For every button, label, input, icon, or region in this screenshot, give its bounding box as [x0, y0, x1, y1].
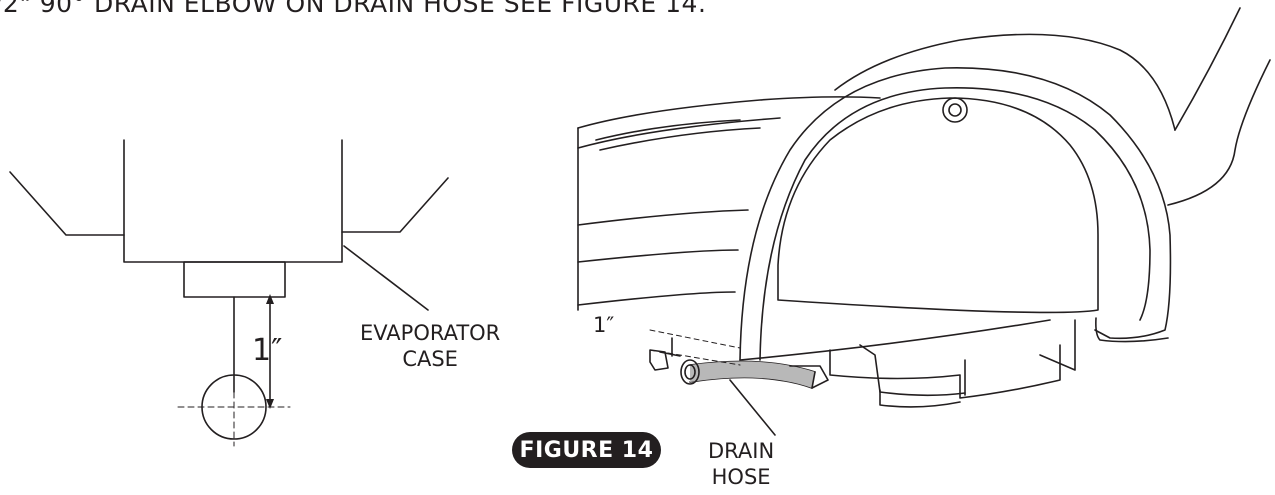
body-top-edge: [577, 96, 881, 129]
drain-hose-sleeve: [789, 365, 829, 389]
right-foot: [1095, 317, 1169, 343]
screw-outer: [942, 97, 968, 123]
end-cap-bottom: [739, 319, 1051, 361]
shell-outer-right: [1174, 7, 1241, 131]
figure-badge: FIGURE 14: [512, 432, 661, 468]
end-cap-outer: [739, 67, 1172, 361]
lower-box-top: [859, 344, 966, 397]
lower-box-inner: [879, 389, 961, 408]
end-cap-inner-panel: [777, 97, 1099, 314]
right-dim-ext-bottom: [649, 349, 741, 366]
arrow-down: [266, 399, 274, 409]
screw-inner: [948, 103, 962, 117]
drain-fitting: [183, 261, 286, 298]
shell-top-curve: [834, 33, 1176, 131]
evaporator-leader-line: [343, 245, 429, 311]
dimension-label-right: 1″: [593, 313, 615, 337]
arrow-up: [266, 294, 274, 304]
body-top-inner: [577, 117, 781, 149]
body-mid-line-3: [577, 291, 736, 306]
lower-box-front: [829, 344, 1061, 399]
body-groove-1: [595, 119, 741, 141]
right-drain-pan-outline: [341, 177, 449, 233]
shell-back-curve: [1167, 59, 1271, 206]
page-caption: /2" 90° DRAIN ELBOW ON DRAIN HOSE SEE FI…: [0, 0, 707, 18]
drain-hose-label: DRAIN HOSE: [708, 438, 774, 490]
lower-box-right: [1039, 319, 1076, 371]
drain-fitting-inner: [684, 364, 696, 380]
evaporator-case-line2: CASE: [402, 347, 458, 371]
drain-fitting-ring: [680, 359, 700, 385]
evaporator-case-schematic: [9, 139, 449, 447]
left-drain-pan-outline: [9, 171, 125, 236]
evaporator-case-label: EVAPORATOR CASE: [360, 320, 500, 372]
body-mid-line-1: [577, 209, 749, 226]
body-mid-line-2: [577, 249, 739, 263]
right-dim-ext-top: [649, 329, 741, 349]
drain-hose-fill: [690, 361, 815, 388]
hose-right-end: [811, 371, 816, 389]
body-groove-2: [599, 127, 761, 151]
drain-hose-line1: DRAIN: [708, 439, 775, 463]
air-handler-isometric-view: [577, 7, 1271, 436]
drain-hose-leader: [729, 379, 776, 436]
end-cap-rim: [759, 87, 1151, 361]
evaporator-case-outline: [123, 139, 343, 263]
drain-hose-line2: HOSE: [711, 465, 771, 489]
evaporator-case-line1: EVAPORATOR: [360, 321, 501, 345]
dimension-label-left: 1″: [252, 333, 283, 368]
